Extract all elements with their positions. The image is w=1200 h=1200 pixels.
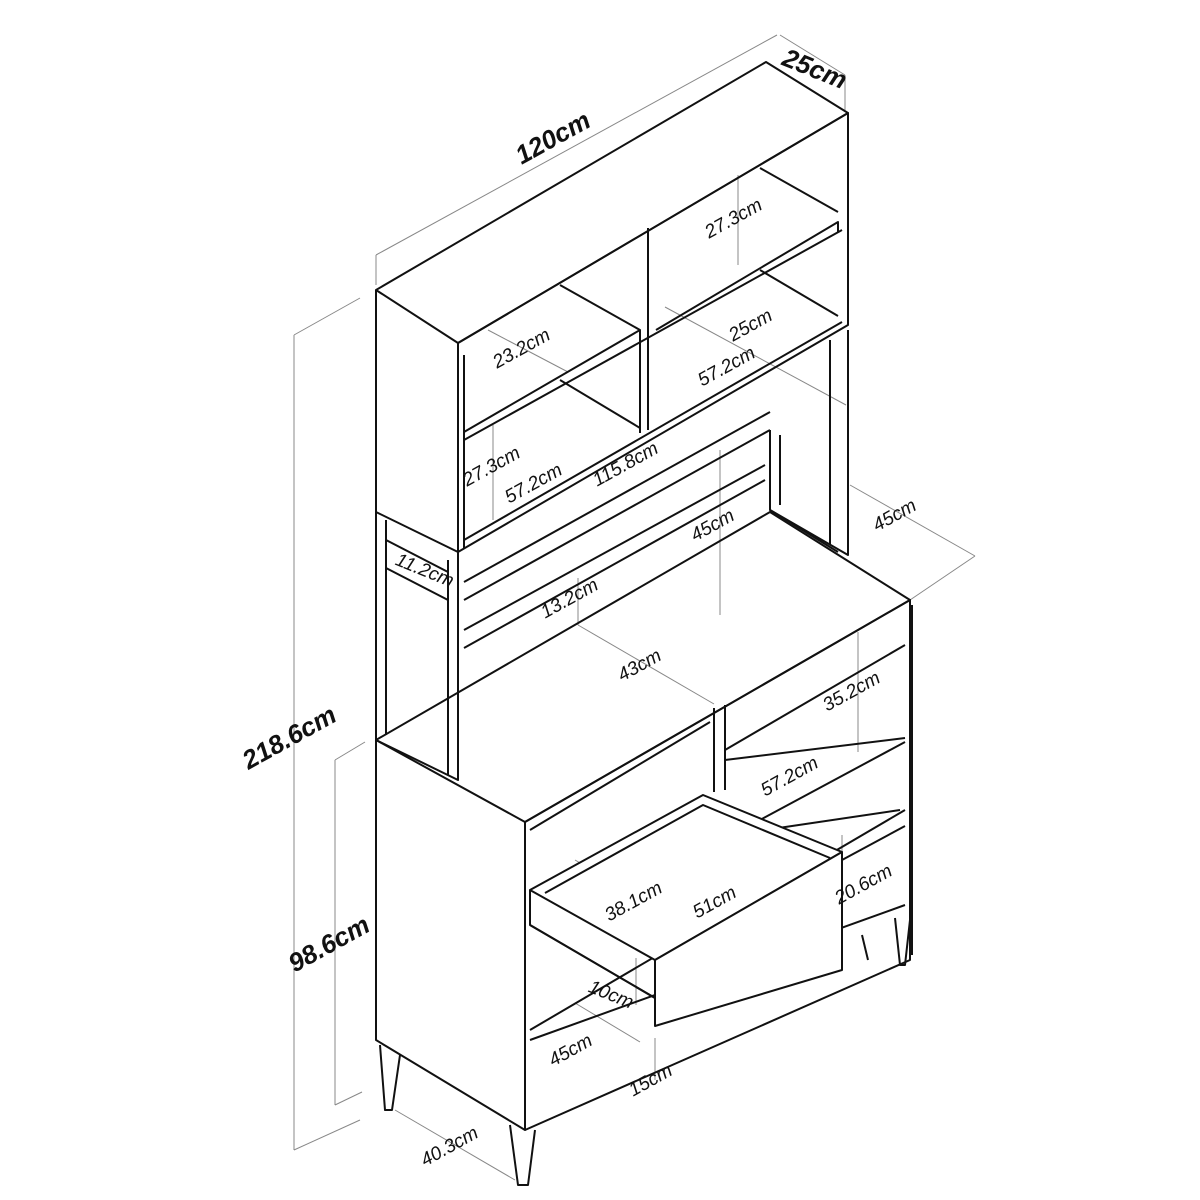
dimension-lines <box>293 34 976 1181</box>
upper-hutch <box>375 61 849 553</box>
open-drawer <box>529 794 843 1027</box>
base-cabinet <box>375 511 913 1131</box>
side-frames <box>375 330 849 781</box>
back-rail <box>463 411 771 649</box>
legs <box>379 917 911 1186</box>
